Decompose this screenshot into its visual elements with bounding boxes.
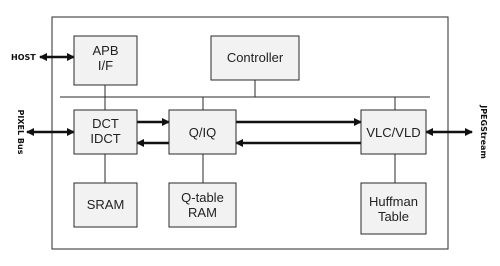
pixel-bus-label: PIXEL Bus [16,110,25,155]
apb-label-line-1: APB [92,43,118,58]
qtable-label-line-1: Q-table [181,190,224,205]
q-table-ram-block: Q-table RAM [168,182,237,228]
controller-block: Controller [210,35,300,81]
controller-label: Controller [227,50,284,65]
qtable-label-line-2: RAM [188,205,217,220]
huffman-label-line-1: Huffman [369,194,418,209]
dct-label-line-2: IDCT [90,131,120,146]
huffman-table-block: Huffman Table [360,182,427,235]
quantizer-block: Q/IQ [168,109,237,155]
vlc-vld-block: VLC/VLD [360,109,427,155]
huffman-label-line-2: Table [378,209,409,224]
host-label: HOST [11,53,36,62]
dct-label-line-1: DCT [92,116,119,131]
vlc-label: VLC/VLD [366,125,420,140]
sram-block: SRAM [73,182,138,228]
apb-label-line-2: I/F [98,58,113,73]
qiq-label: Q/IQ [189,125,216,140]
sram-label: SRAM [87,197,125,212]
apb-interface-block: APB I/F [73,35,138,86]
jpeg-stream-label: JPEGStream [479,104,488,159]
dct-idct-block: DCT IDCT [73,109,138,155]
